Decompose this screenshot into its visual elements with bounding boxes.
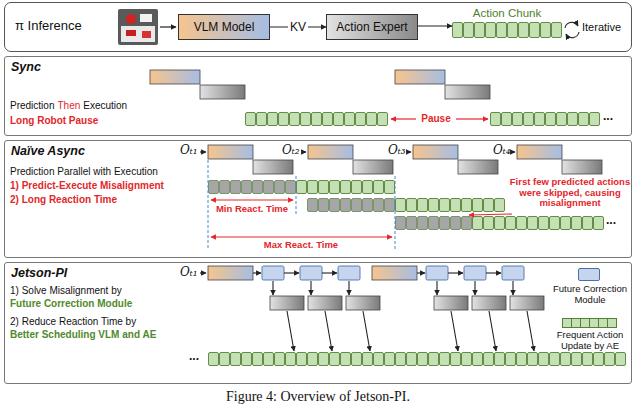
action-expert-box: Action Expert [326,14,418,40]
figure-caption: Figure 4: Overview of Jetson-PI. [226,389,410,405]
annotation-text: Iterative [582,21,621,34]
annotation-text: Max React. Time [264,240,338,251]
annotation-text: Oₜ₃ [388,143,406,158]
annotation-text: First few predicted actions were skipped… [508,177,632,209]
frame-title: π Inference [15,18,82,33]
legend-text: Frequent Action Update by AE [548,330,632,351]
annotation-text: Oₜ₁ [180,265,198,280]
label-holder: Prediction Parallel with Execution [10,166,158,178]
label-holder: Iterative [582,21,621,34]
label-holder: Execution [83,100,127,112]
label-holder: 1) Solve Misalignment by [10,285,122,297]
annotation-text: Future Correction Module [10,298,132,310]
label-holder: Pause [421,113,450,125]
annotation-text: Oₜ₄ [493,143,511,158]
vlm-box: VLM Model [178,14,270,40]
label-holder: Oₜ₁ [180,143,198,158]
box-label: VLM Model [194,20,255,34]
label-holder: Future Correction Module [10,298,132,310]
label-holder: ... [603,109,613,123]
chunk-label: Action Chunk [452,6,562,20]
iterative-icon [565,22,579,37]
label-holder: First few predicted actions were skipped… [508,177,632,209]
label-holder: ... [189,349,199,363]
label-holder: Better Scheduling VLM and AE [10,329,156,341]
label-holder: 2) Long Reaction Time [10,194,117,206]
legend-swatch [578,268,600,281]
annotation-text: Better Scheduling VLM and AE [10,329,156,341]
panel-title: Jetson-PI [11,266,67,281]
label-holder: Oₜ₃ [388,143,406,158]
annotation-text: ... [603,109,613,123]
annotation-text: ... [189,349,199,363]
annotation-text: 2) Reduce Reaction Time by [10,316,136,328]
annotation-text: ... [606,213,616,227]
label-holder: Oₜ₄ [493,143,511,158]
annotation-text: Oₜ₂ [282,143,300,158]
legend-text: Future Correction Module [548,284,632,305]
annotation-text: 1) Predict-Execute Misalignment [10,180,164,192]
panel-title: Sync [11,60,41,75]
annotation-text: Then [57,100,80,112]
label-holder: Max React. Time [264,240,338,251]
robot-photo [118,9,158,45]
annotation-text: 1) Solve Misalignment by [10,285,122,297]
annotation-text: Long Robot Pause [10,115,98,127]
action-chunk: Action Chunk [452,6,562,38]
annotation-text: Execution [83,100,127,112]
label-holder: Prediction [10,100,54,112]
edge-label: KV [288,20,308,34]
label-holder: Oₜ₂ [282,143,300,158]
box-label: Action Expert [336,20,407,34]
label-holder: 2) Reduce Reaction Time by [10,316,136,328]
annotation-text: Min React. Time [216,204,288,215]
label-holder: ... [606,213,616,227]
legend-swatch [562,318,617,328]
annotation-text: Pause [421,113,450,125]
annotation-text: Oₜ₁ [180,143,198,158]
annotation-text: 2) Long Reaction Time [10,194,117,206]
annotation-text: Prediction Parallel with Execution [10,166,158,178]
connector [418,25,452,26]
panel-title: Naïve Async [11,144,85,159]
annotation-text: Prediction [10,100,54,112]
label-holder: Min React. Time [216,204,288,215]
label-holder: Oₜ₁ [180,265,198,280]
label-holder: Then [57,100,80,112]
label-holder: 1) Predict-Execute Misalignment [10,180,164,192]
label-holder: Long Robot Pause [10,115,98,127]
inference-frame: π Inference VLM Model Action Expert Action … [4,2,632,52]
